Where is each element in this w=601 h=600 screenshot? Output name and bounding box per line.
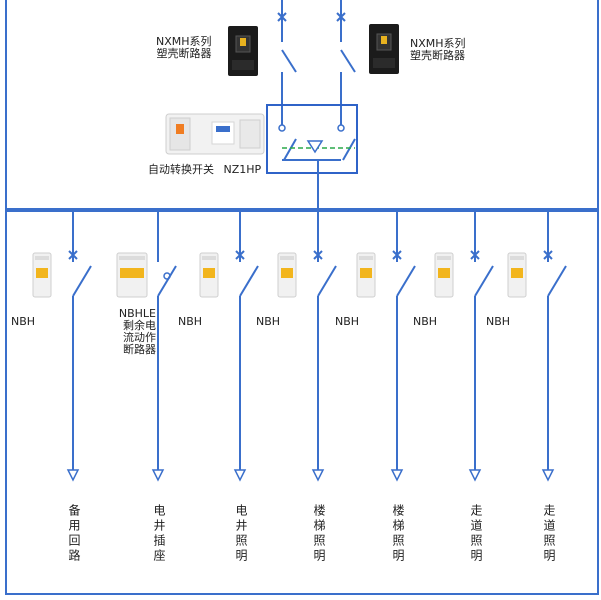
branch-breaker-handle bbox=[360, 268, 372, 278]
branch-circuits bbox=[32, 210, 567, 482]
branch-breaker-blade bbox=[157, 265, 177, 297]
branch-breaker-model: NBH bbox=[11, 315, 36, 328]
branch-breaker-terminal bbox=[280, 256, 294, 260]
feeder-cross-marks bbox=[277, 12, 346, 22]
branch-cross-mark bbox=[470, 250, 480, 260]
branch-breaker-label: NBH bbox=[486, 316, 510, 328]
branch-load-label: 电井插座 bbox=[152, 504, 166, 564]
ats-box bbox=[266, 104, 358, 174]
ats-desc: 自动转换开关 bbox=[148, 163, 214, 176]
branch-cross-mark bbox=[392, 250, 402, 260]
branch-cross-mark bbox=[313, 250, 323, 260]
branch-cross-mark bbox=[235, 250, 245, 260]
branch-breaker-blade bbox=[317, 265, 337, 297]
branch-breaker-label: NBH bbox=[178, 316, 202, 328]
branch-breaker-label: NBH bbox=[11, 316, 35, 328]
branch-load-arrow bbox=[311, 469, 325, 482]
branch-load-arrow bbox=[66, 469, 80, 482]
ats-label: 自动转换开关 NZ1HP bbox=[148, 164, 261, 176]
branch-breaker-terminal bbox=[35, 256, 49, 260]
branch-load-label: 楼梯照明 bbox=[391, 504, 405, 564]
branch-load-arrow bbox=[390, 469, 404, 482]
branch-breaker-label: NBH bbox=[256, 316, 280, 328]
branch-breaker-model: NBH bbox=[486, 315, 511, 328]
branch-cross-mark bbox=[68, 250, 78, 260]
branch-breaker-model: NBHLE bbox=[118, 307, 156, 320]
top-breaker-image-left bbox=[228, 26, 258, 76]
branch-load-label: 备用回路 bbox=[67, 504, 81, 564]
ats-triangle bbox=[306, 140, 324, 154]
branch-load-arrow bbox=[151, 469, 165, 482]
branch-breaker-handle bbox=[203, 268, 215, 278]
branch-breaker-terminal bbox=[202, 256, 216, 260]
branch-breaker-terminal bbox=[437, 256, 451, 260]
top-breaker-label-right: NXMH系列 塑壳断路器 bbox=[410, 38, 466, 62]
branch-load-arrow bbox=[541, 469, 555, 482]
branch-breaker-blade bbox=[547, 265, 567, 297]
branch-breaker-model: NBH bbox=[178, 315, 203, 328]
branch-load-label: 走道照明 bbox=[542, 504, 556, 564]
branch-breaker-model: NBH bbox=[413, 315, 438, 328]
breaker-blade-left bbox=[281, 49, 297, 73]
ats-product-image bbox=[165, 113, 265, 155]
branch-breaker-blade bbox=[239, 265, 259, 297]
branch-load-arrow bbox=[233, 469, 247, 482]
breaker-blade-right bbox=[340, 49, 356, 73]
branch-breaker-terminal bbox=[359, 256, 373, 260]
outer-frame bbox=[5, 0, 599, 595]
branch-load-label: 走道照明 bbox=[469, 504, 483, 564]
branch-breaker-label: NBH bbox=[335, 316, 359, 328]
branch-breaker-label: NBH bbox=[413, 316, 437, 328]
top-breaker-right-model: NXMH系列 bbox=[410, 37, 466, 50]
branch-load-label: 楼梯照明 bbox=[312, 504, 326, 564]
branch-breaker-blade bbox=[72, 265, 92, 297]
top-breaker-right-desc: 塑壳断路器 bbox=[410, 49, 465, 62]
branch-cross-mark bbox=[543, 250, 553, 260]
top-breaker-left-desc: 塑壳断路器 bbox=[156, 47, 212, 60]
branch-load-arrow bbox=[468, 469, 482, 482]
ats-model: NZ1HP bbox=[223, 163, 262, 176]
top-breaker-label-left: NXMH系列 塑壳断路器 bbox=[156, 36, 212, 60]
branch-breaker-handle bbox=[120, 268, 144, 278]
branch-breaker-handle bbox=[36, 268, 48, 278]
branch-breaker-blade bbox=[396, 265, 416, 297]
branch-breaker-handle bbox=[281, 268, 293, 278]
branch-breaker-blade bbox=[474, 265, 494, 297]
branch-breaker-handle bbox=[438, 268, 450, 278]
branch-breaker-model: NBH bbox=[335, 315, 360, 328]
branch-breaker-terminal bbox=[119, 256, 145, 260]
branch-breaker-handle bbox=[511, 268, 523, 278]
top-breaker-image-right bbox=[369, 24, 399, 74]
branch-breaker-desc: 剩余电流动作断路器 bbox=[123, 319, 156, 356]
branch-breaker-terminal bbox=[510, 256, 524, 260]
branch-breaker-model: NBH bbox=[256, 315, 281, 328]
top-breaker-left-model: NXMH系列 bbox=[156, 35, 212, 48]
branch-load-label: 电井照明 bbox=[234, 504, 248, 564]
